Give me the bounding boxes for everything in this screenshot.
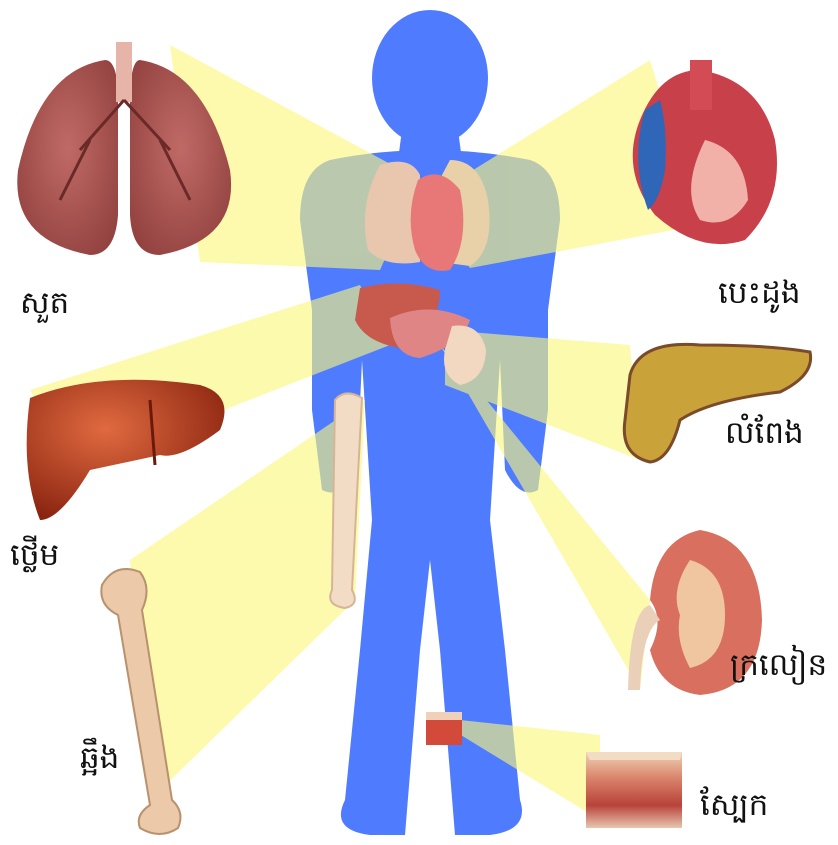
skin-sample-marker	[426, 712, 462, 745]
label-pancreas: លំពែង	[725, 418, 804, 449]
label-kidney: ក្រលៀន	[730, 650, 827, 681]
label-liver: ថ្លើម	[10, 540, 59, 571]
label-bone: ឆ្អឹង	[80, 743, 119, 774]
label-skin: ស្បែក	[700, 790, 768, 821]
liver-icon	[27, 380, 225, 520]
label-heart: បេះដូង	[718, 278, 801, 309]
skin-icon	[586, 752, 682, 828]
label-lungs: សួត	[20, 288, 69, 319]
